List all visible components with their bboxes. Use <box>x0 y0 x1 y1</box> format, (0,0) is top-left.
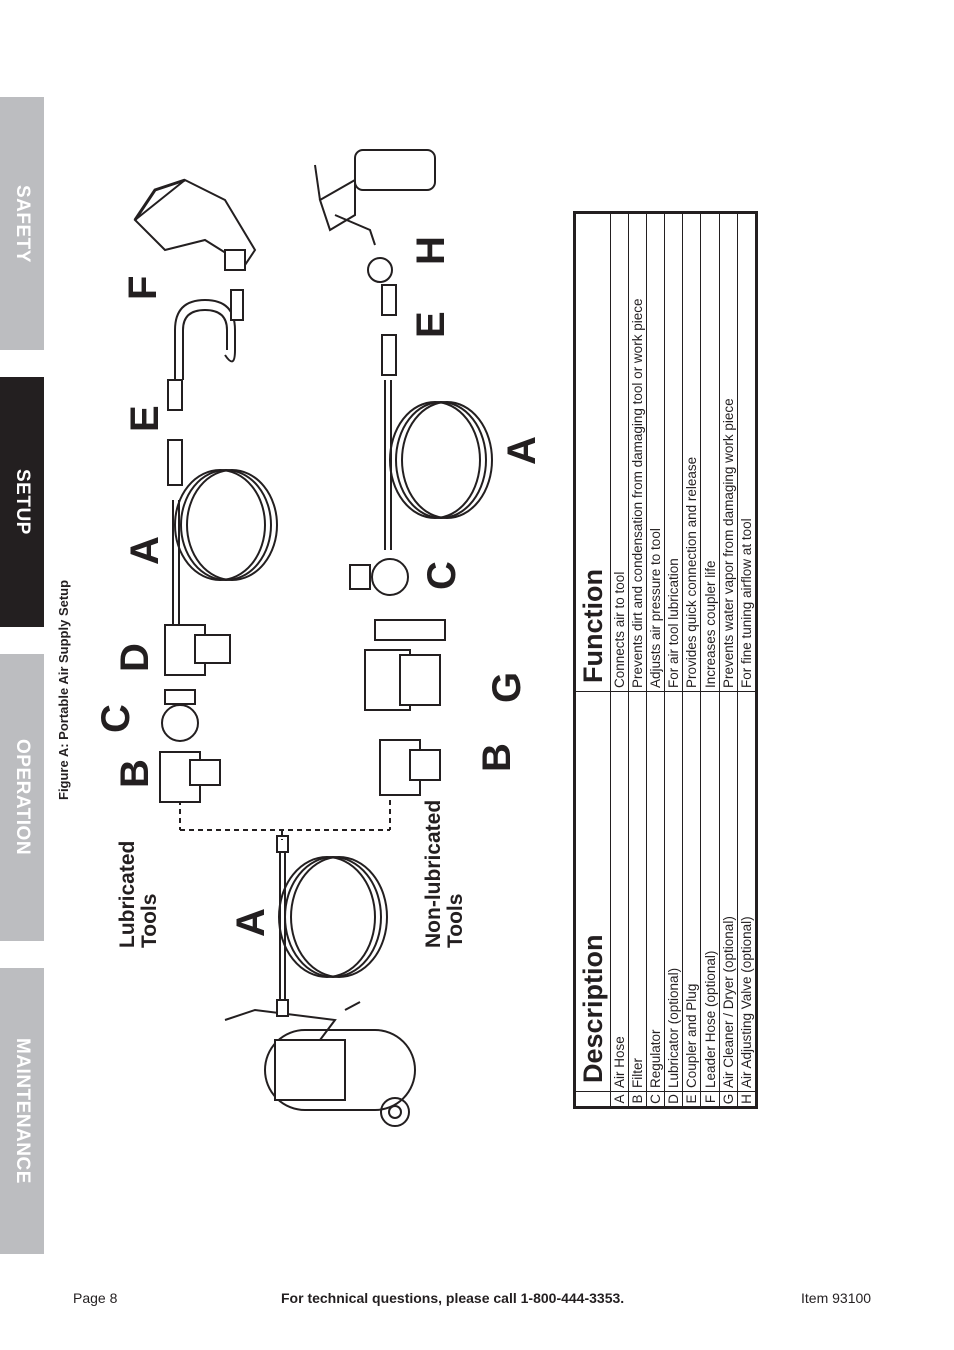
label-top-e: E <box>123 405 167 432</box>
label-bottom-e: E <box>409 311 453 338</box>
row-letter: H <box>737 1091 757 1108</box>
tab-maintenance[interactable]: MAINTENANCE <box>0 968 44 1254</box>
nonlubricated-line-1: Non-lubricated <box>422 799 445 948</box>
label-top-d: D <box>113 643 157 672</box>
impact-wrench-illustration <box>133 178 257 271</box>
dashed-branch-lines <box>179 800 391 840</box>
row-description: Lubricator (optional) <box>664 691 683 1092</box>
label-top-b: B <box>113 759 157 788</box>
label-bottom-h: H <box>409 236 453 265</box>
row-description: Filter <box>628 691 647 1092</box>
row-description: Air Cleaner / Dryer (optional) <box>719 691 738 1092</box>
bottom-row-components <box>349 257 493 796</box>
row-function: For fine tuning airflow at tool <box>737 212 757 692</box>
row-description: Regulator <box>646 691 665 1092</box>
row-function: Provides quick connection and release <box>682 212 701 692</box>
header-description: Description <box>574 691 611 1092</box>
footer-item-number: Item 93100 <box>801 1290 872 1306</box>
tab-safety[interactable]: SAFETY <box>0 97 44 350</box>
label-left-hose-a: A <box>229 908 273 937</box>
tab-setup-label: SETUP <box>12 469 33 535</box>
row-letter: C <box>646 1091 665 1108</box>
tab-setup[interactable]: SETUP <box>0 377 44 627</box>
nonlubricated-line-2: Tools <box>444 893 468 948</box>
label-bottom-a: A <box>500 436 544 465</box>
lubricated-tools-label: Lubricated Tools <box>116 840 162 948</box>
spray-gun-illustration <box>314 149 436 246</box>
tab-operation-label: OPERATION <box>12 739 33 856</box>
row-function: For air tool lubrication <box>664 212 683 692</box>
row-function: Increases coupler life <box>700 212 720 692</box>
row-function: Prevents dirt and condensation from dama… <box>628 212 647 692</box>
label-top-a: A <box>123 536 167 565</box>
tab-operation[interactable]: OPERATION <box>0 654 44 941</box>
footer-contact: For technical questions, please call 1-8… <box>281 1290 625 1306</box>
row-letter: E <box>682 1091 701 1108</box>
header-function: Function <box>574 212 611 692</box>
row-description: Air Hose <box>610 691 629 1092</box>
diagram-illustration <box>133 149 493 1127</box>
air-supply-diagram: Lubricated Tools Non-lubricated Tools A … <box>94 140 544 1140</box>
label-bottom-b: B <box>475 743 519 772</box>
row-function: Adjusts air pressure to tool <box>646 212 665 692</box>
footer-page-number: Page 8 <box>73 1290 118 1306</box>
figure-caption: Figure A: Portable Air Supply Setup <box>56 579 71 800</box>
compressor-illustration <box>224 1001 416 1127</box>
lubricated-line-2: Tools <box>138 893 162 948</box>
table-header-row: Description Function <box>574 212 611 1108</box>
label-top-c: C <box>94 704 138 733</box>
row-letter: A <box>610 1091 629 1108</box>
row-function: Connects air to tool <box>610 212 629 692</box>
row-description: Air Adjusting Valve (optional) <box>737 691 757 1092</box>
row-description: Leader Hose (optional) <box>700 691 720 1092</box>
row-letter: F <box>700 1091 720 1108</box>
tab-safety-label: SAFETY <box>12 184 33 263</box>
label-bottom-c: C <box>420 561 464 590</box>
air-hose-left-illustration <box>276 835 388 1017</box>
row-letter: D <box>664 1091 683 1108</box>
label-top-f: F <box>121 275 165 300</box>
lubricated-line-1: Lubricated <box>116 840 139 948</box>
nonlubricated-tools-label: Non-lubricated Tools <box>422 799 468 948</box>
tab-maintenance-label: MAINTENANCE <box>12 1038 33 1184</box>
top-row-components <box>159 289 278 803</box>
row-description: Coupler and Plug <box>682 691 701 1092</box>
row-letter: G <box>719 1091 738 1108</box>
row-letter: B <box>628 1091 647 1108</box>
row-function: Prevents water vapor from damaging work … <box>719 212 738 692</box>
header-blank <box>574 1091 611 1108</box>
label-bottom-g: G <box>485 671 529 703</box>
